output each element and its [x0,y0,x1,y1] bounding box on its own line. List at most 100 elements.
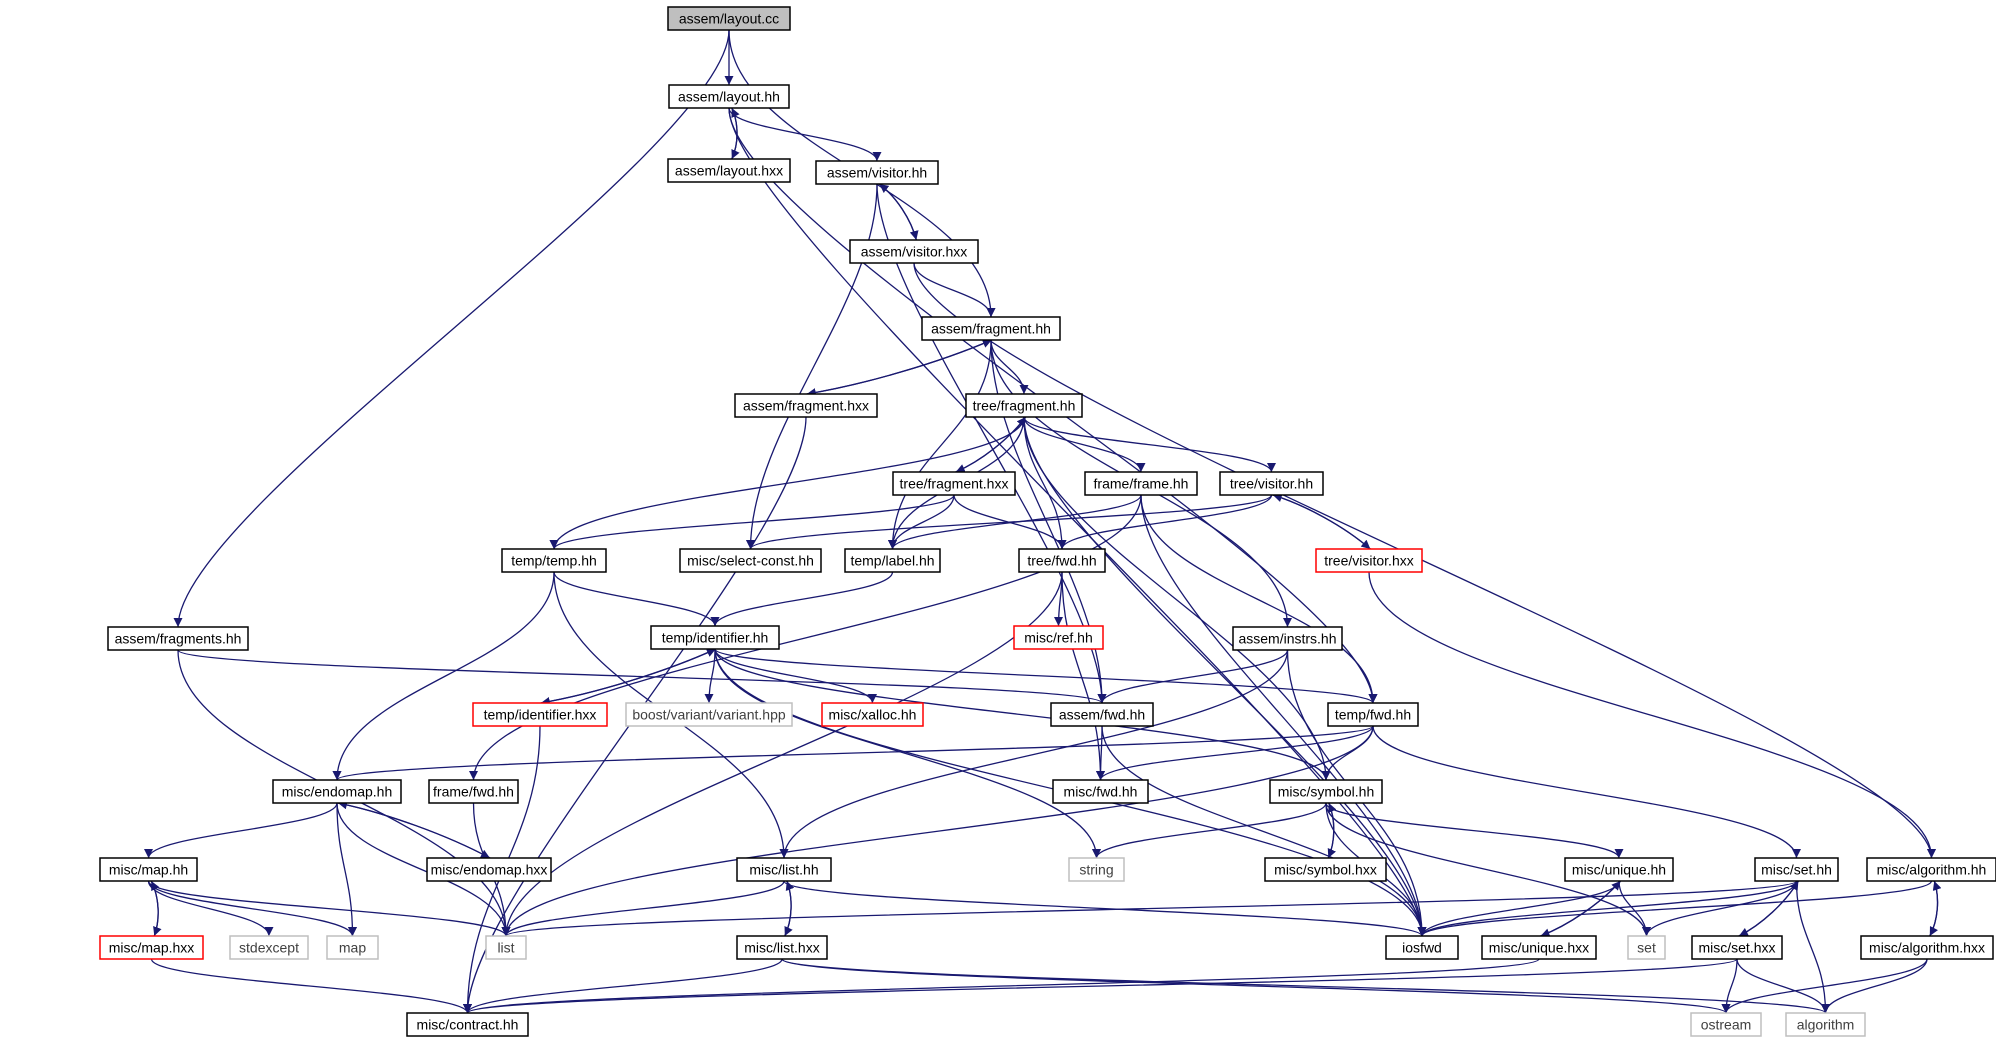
node-select-const[interactable]: misc/select-const.hh [679,548,822,573]
node-box[interactable] [501,548,607,573]
node-box[interactable] [650,625,780,650]
node-box[interactable] [472,702,608,727]
node-box[interactable] [1050,702,1154,727]
node-contract-hh[interactable]: misc/contract.hh [406,1012,529,1037]
node-misc-fwd[interactable]: misc/fwd.hh [1052,779,1149,804]
node-box[interactable] [667,6,791,31]
node-list[interactable]: list [485,935,527,960]
node-box[interactable] [1219,471,1324,496]
node-layout-hxx[interactable]: assem/layout.hxx [667,158,791,183]
node-set-hxx[interactable]: misc/set.hxx [1691,935,1783,960]
node-tree-visitor-hh[interactable]: tree/visitor.hh [1219,471,1324,496]
node-unique-hxx[interactable]: misc/unique.hxx [1481,935,1597,960]
node-box[interactable] [107,626,249,651]
node-set-hh[interactable]: misc/set.hh [1754,857,1839,882]
node-box[interactable] [99,935,204,960]
node-box[interactable] [326,935,379,960]
node-box[interactable] [229,935,309,960]
node-visitor-hxx[interactable]: assem/visitor.hxx [849,239,979,264]
node-iosfwd[interactable]: iosfwd [1385,935,1459,960]
node-identifier-hh[interactable]: temp/identifier.hh [650,625,780,650]
node-identifier-hxx[interactable]: temp/identifier.hxx [472,702,608,727]
node-box[interactable] [625,702,793,727]
node-stdexcept[interactable]: stdexcept [229,935,309,960]
node-box[interactable] [815,160,939,185]
node-box[interactable] [736,935,828,960]
node-box[interactable] [272,779,402,804]
node-symbol-hxx[interactable]: misc/symbol.hxx [1264,857,1387,882]
node-temp-fwd[interactable]: temp/fwd.hh [1327,702,1419,727]
node-box[interactable] [1084,471,1198,496]
node-list-hh[interactable]: misc/list.hh [736,857,832,882]
node-string[interactable]: string [1068,857,1125,882]
node-box[interactable] [844,548,941,573]
node-ostream[interactable]: ostream [1690,1012,1762,1037]
node-unique-hh[interactable]: misc/unique.hh [1564,857,1674,882]
node-map-hh[interactable]: misc/map.hh [99,857,198,882]
node-box[interactable] [1269,779,1383,804]
node-box[interactable] [1691,935,1783,960]
node-list-hxx[interactable]: misc/list.hxx [736,935,828,960]
node-box[interactable] [1052,779,1149,804]
node-variant[interactable]: boost/variant/variant.hpp [625,702,793,727]
node-box[interactable] [1627,935,1666,960]
node-box[interactable] [1785,1012,1866,1037]
node-box[interactable] [485,935,527,960]
node-box[interactable] [667,158,791,183]
node-box[interactable] [1866,857,1996,882]
node-fragment-hxx[interactable]: assem/fragment.hxx [734,393,878,418]
node-box[interactable] [1690,1012,1762,1037]
node-box[interactable] [1327,702,1419,727]
node-symbol-hh[interactable]: misc/symbol.hh [1269,779,1383,804]
node-endomap-hh[interactable]: misc/endomap.hh [272,779,402,804]
node-ref-hh[interactable]: misc/ref.hh [1013,625,1104,650]
node-box[interactable] [99,857,198,882]
node-visitor-hh[interactable]: assem/visitor.hh [815,160,939,185]
node-map-hxx[interactable]: misc/map.hxx [99,935,204,960]
node-box[interactable] [1068,857,1125,882]
node-tree-fwd[interactable]: tree/fwd.hh [1018,548,1106,573]
node-tree-fragment-hh[interactable]: tree/fragment.hh [965,393,1083,418]
node-box[interactable] [428,779,519,804]
node-fragment-hh[interactable]: assem/fragment.hh [921,316,1061,341]
node-box[interactable] [679,548,822,573]
node-temp-hh[interactable]: temp/temp.hh [501,548,607,573]
node-xalloc[interactable]: misc/xalloc.hh [821,702,924,727]
node-box[interactable] [406,1012,529,1037]
node-assem-fwd[interactable]: assem/fwd.hh [1050,702,1154,727]
node-frame-fwd[interactable]: frame/fwd.hh [428,779,519,804]
node-box[interactable] [1481,935,1597,960]
node-box[interactable] [736,857,832,882]
node-box[interactable] [1754,857,1839,882]
node-box[interactable] [965,393,1083,418]
node-layout-hh[interactable]: assem/layout.hh [668,84,790,109]
node-box[interactable] [1018,548,1106,573]
node-label-hh[interactable]: temp/label.hh [844,548,941,573]
node-tree-visitor-hxx[interactable]: tree/visitor.hxx [1315,548,1423,573]
node-box[interactable] [668,84,790,109]
node-algorithm-hxx[interactable]: misc/algorithm.hxx [1860,935,1994,960]
node-box[interactable] [1860,935,1994,960]
node-box[interactable] [1264,857,1387,882]
node-box[interactable] [734,393,878,418]
node-box[interactable] [821,702,924,727]
node-algorithm[interactable]: algorithm [1785,1012,1866,1037]
node-frame-hh[interactable]: frame/frame.hh [1084,471,1198,496]
node-box[interactable] [921,316,1061,341]
node-box[interactable] [1315,548,1423,573]
node-box[interactable] [1232,626,1343,651]
node-endomap-hxx[interactable]: misc/endomap.hxx [426,857,552,882]
node-set[interactable]: set [1627,935,1666,960]
node-algorithm-hh[interactable]: misc/algorithm.hh [1866,857,1996,882]
node-fragments-hh[interactable]: assem/fragments.hh [107,626,249,651]
node-map[interactable]: map [326,935,379,960]
node-box[interactable] [849,239,979,264]
node-box[interactable] [1385,935,1459,960]
node-instrs-hh[interactable]: assem/instrs.hh [1232,626,1343,651]
node-tree-fragment-hxx[interactable]: tree/fragment.hxx [892,471,1016,496]
node-box[interactable] [1564,857,1674,882]
node-layout-cc[interactable]: assem/layout.cc [667,6,791,31]
node-box[interactable] [892,471,1016,496]
node-box[interactable] [1013,625,1104,650]
node-box[interactable] [426,857,552,882]
